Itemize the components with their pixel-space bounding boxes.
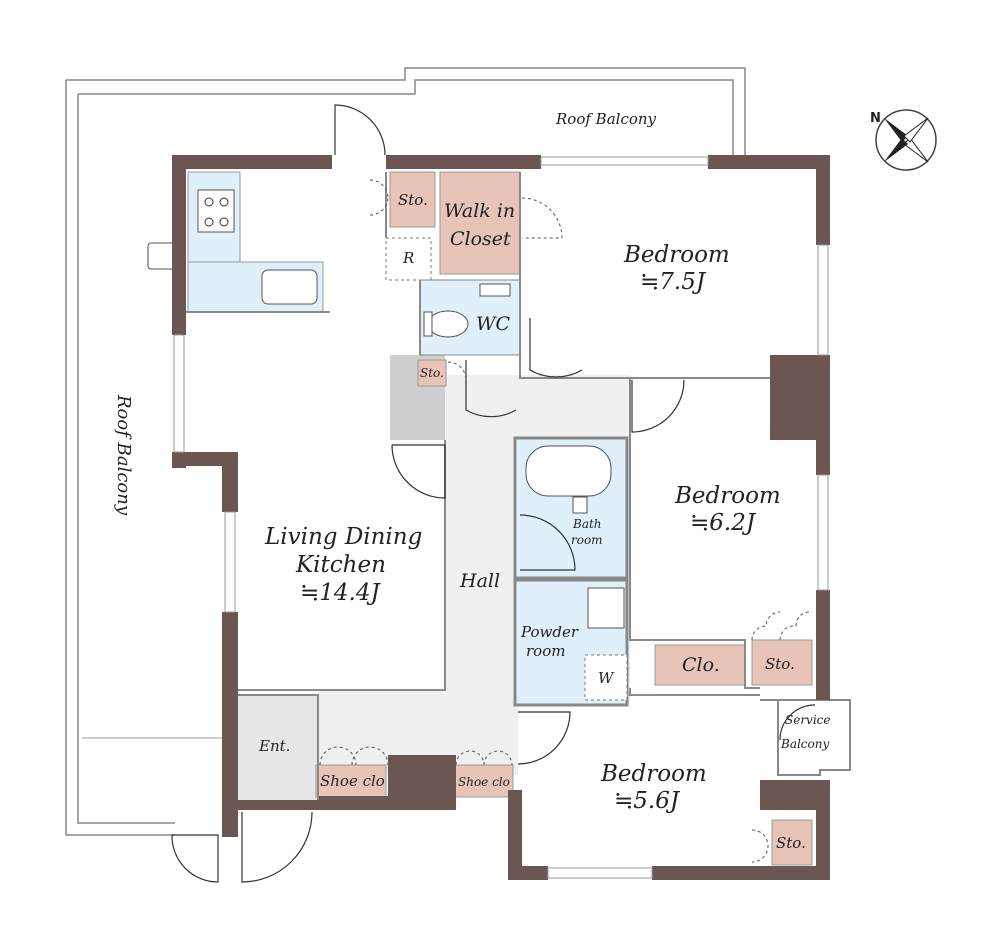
bedroom1-label: Bedroom — [623, 242, 730, 268]
washer-space — [584, 654, 628, 701]
roof-balcony-inner-outline — [77, 79, 734, 824]
bedroom3-size: ≒5.6J — [614, 788, 681, 814]
living-label-1: Living Dining — [264, 524, 422, 550]
bedroom3-label: Bedroom — [600, 761, 707, 787]
wc-label: WC — [476, 313, 511, 335]
sto-top — [389, 171, 436, 228]
bathtub-icon — [525, 445, 612, 497]
hall-label: Hall — [459, 570, 500, 592]
shoe-closet-2 — [454, 764, 514, 798]
powder-label-1: Powder — [520, 623, 579, 641]
roof-balcony-outline — [65, 67, 746, 836]
shoe-closet-1 — [315, 764, 387, 798]
bedroom2-label: Bedroom — [674, 483, 781, 509]
sto-small — [417, 359, 447, 387]
entrance-floor — [238, 695, 318, 810]
outdoor-faucet-icon — [147, 242, 175, 270]
service-balcony-label-1: Service — [785, 713, 831, 727]
sto-bed2-label: Sto. — [765, 655, 795, 673]
entrance-label: Ent. — [258, 737, 290, 755]
compass-north: N — [870, 111, 881, 126]
powder-label-2: room — [526, 642, 565, 660]
windows — [173, 156, 829, 879]
sto-bed2 — [751, 639, 813, 686]
roof-balcony-left-label: Roof Balcony — [113, 394, 134, 516]
toilet-icon — [427, 310, 469, 338]
bedroom2-size: ≒6.2J — [690, 510, 757, 536]
roof-balcony-top-label: Roof Balcony — [555, 110, 657, 128]
vanity-icon — [587, 587, 625, 629]
shoe-closet-2-label: Shoe clo — [458, 775, 510, 789]
washer-label: W — [598, 669, 615, 687]
stove-icon — [197, 189, 235, 233]
bath-label-2: room — [571, 533, 603, 547]
fridge-label: R — [402, 249, 414, 267]
walls — [172, 155, 830, 880]
walkin-closet — [439, 171, 521, 275]
service-balcony-outline — [760, 699, 851, 776]
bedroom1-size: ≒7.5J — [640, 269, 707, 295]
bath-label-1: Bath — [572, 517, 602, 531]
fridge-space — [385, 237, 432, 281]
shoe-closet-1-label: Shoe clo — [320, 772, 385, 790]
walkin-label-2: Closet — [450, 228, 511, 250]
interior-walls — [186, 172, 770, 800]
sto-top-label: Sto. — [398, 191, 428, 209]
walkin-label-1: Walk in — [444, 200, 515, 222]
living-size: ≒14.4J — [300, 580, 381, 606]
service-balcony-label-2: Balcony — [780, 737, 829, 751]
doors — [171, 104, 816, 883]
sink-icon — [261, 269, 318, 305]
clo-label: Clo. — [682, 654, 720, 676]
living-label-2: Kitchen — [295, 552, 386, 578]
sto-small-label: Sto. — [420, 366, 444, 380]
compass-icon: N — [870, 109, 937, 171]
sto-bed3-label: Sto. — [776, 834, 806, 852]
sto-bed3 — [771, 819, 813, 866]
